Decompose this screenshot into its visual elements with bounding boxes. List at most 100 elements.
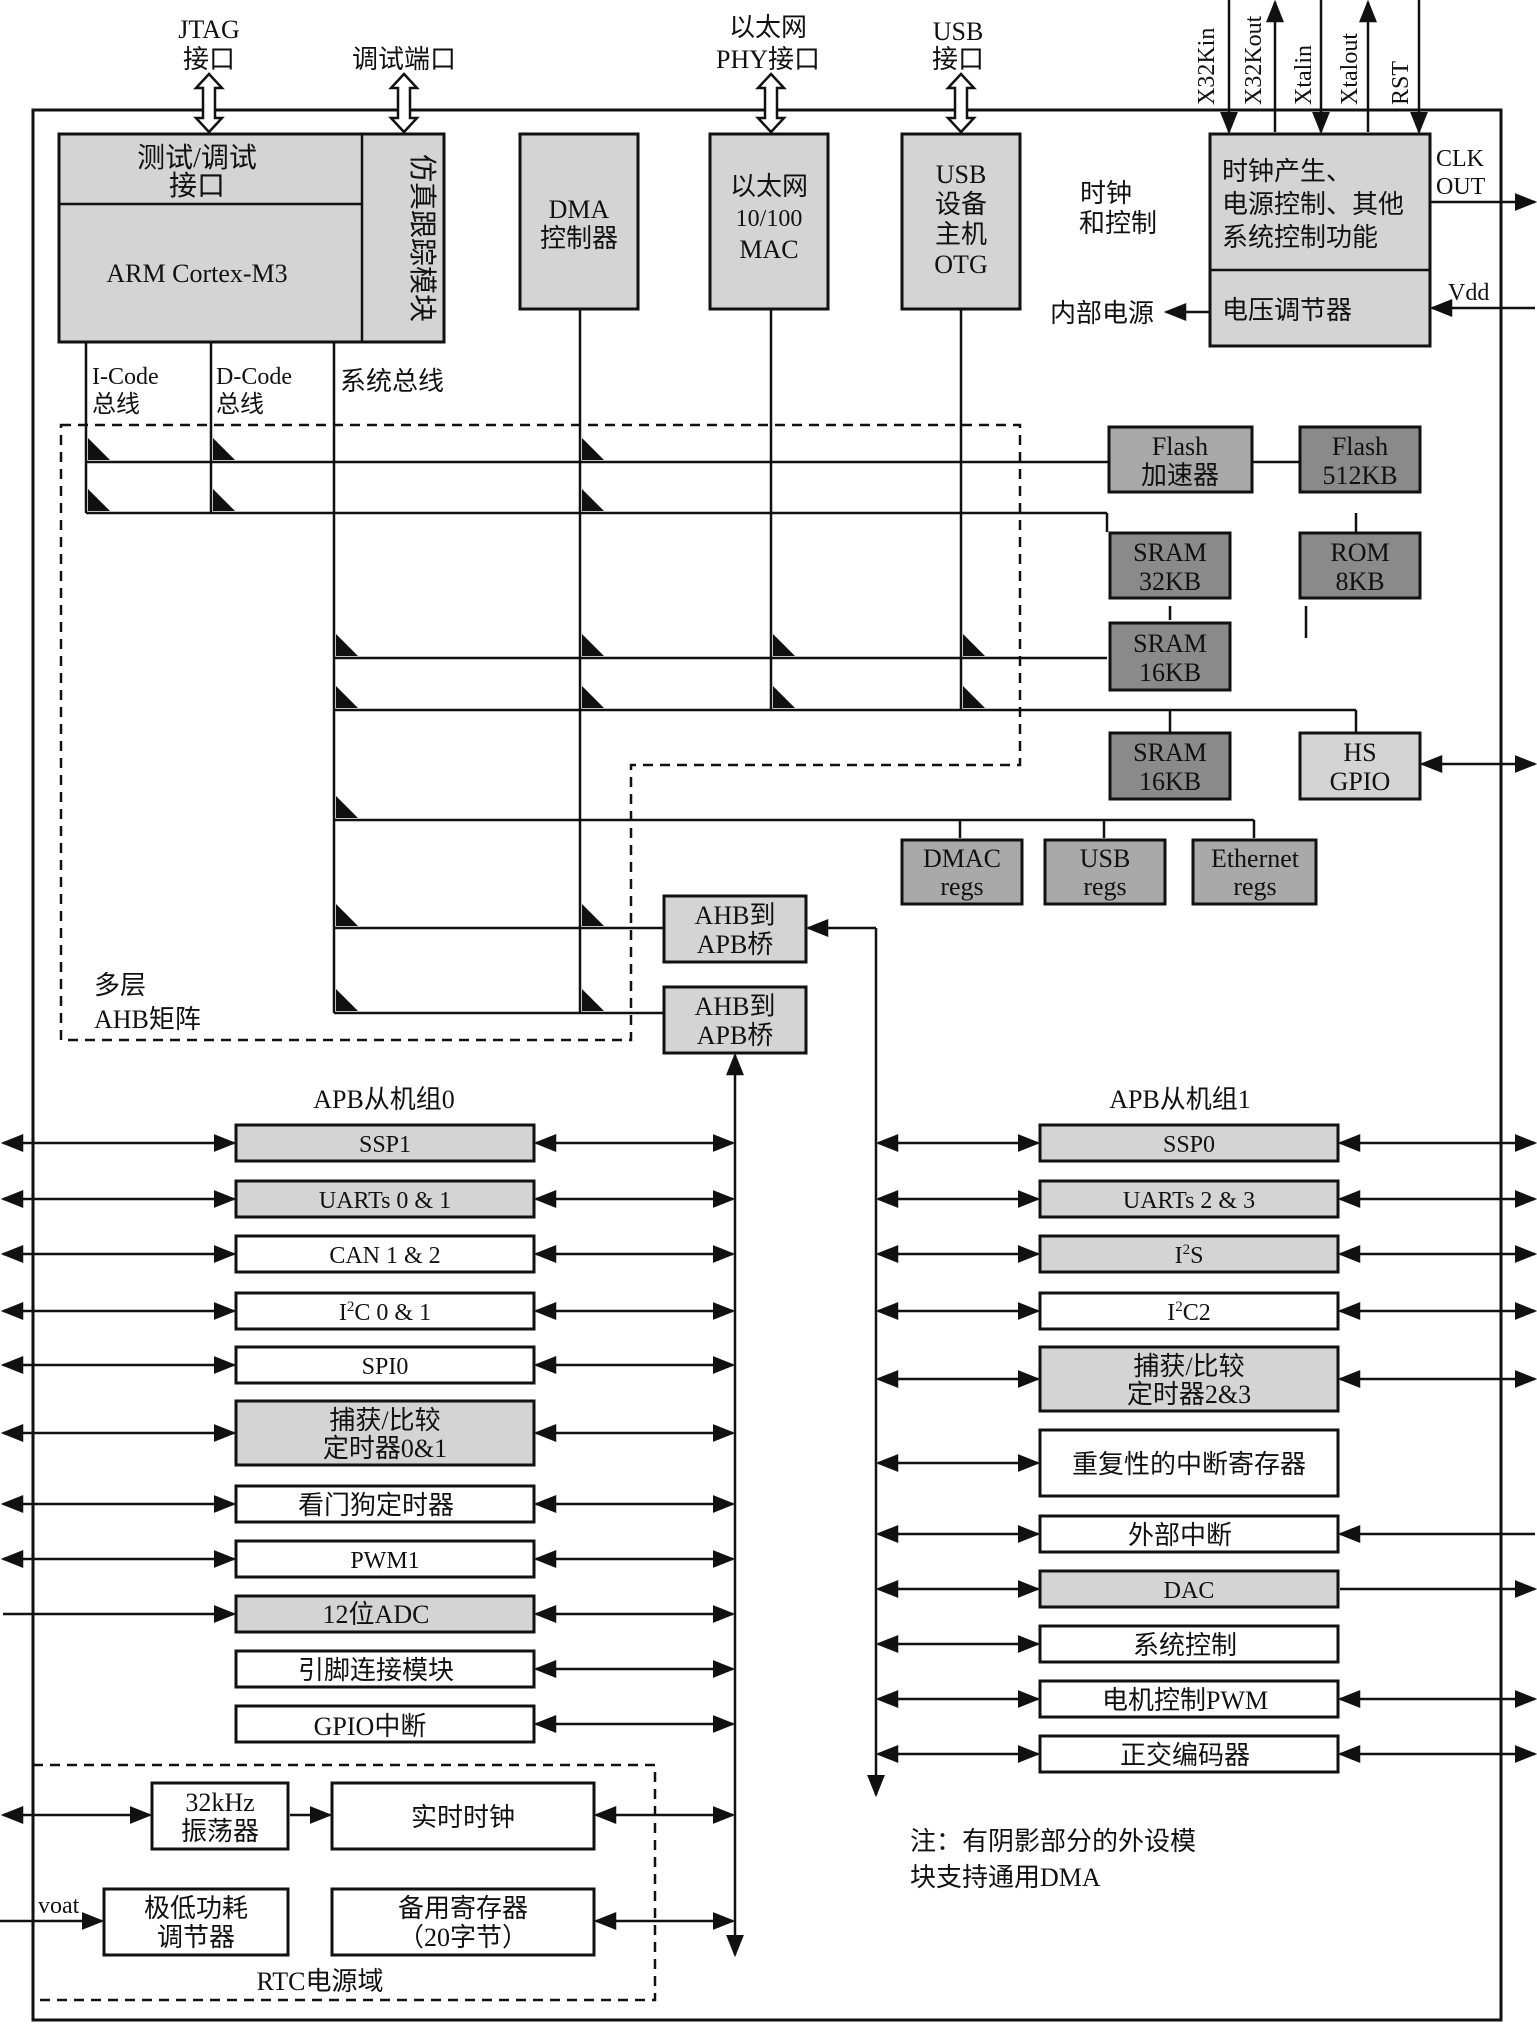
apb0-pin-connect <box>234 1649 536 1689</box>
usb-otg <box>900 132 1022 311</box>
sram32-label: SRAM <box>1133 538 1207 567</box>
apb1-mcpwm-label: 电机控制PWM <box>1102 1686 1268 1715</box>
osc-label: 32kHz <box>185 1788 254 1817</box>
flash-acc-label: Flash <box>1152 432 1208 461</box>
apb1-capture-timer23 <box>1038 1345 1340 1413</box>
icode-label-2: 总线 <box>92 391 140 418</box>
rtc-clock-label: 实时时钟 <box>411 1803 515 1832</box>
dma-label: DMA <box>549 195 610 224</box>
apb0-spi0-label: SPI0 <box>362 1354 409 1380</box>
backup-label: 备用寄存器 <box>398 1894 528 1923</box>
usb-label-3: 主机 <box>935 220 987 249</box>
vdd-label: Vdd <box>1448 280 1489 306</box>
apb0-cap01-label-2: 定时器0&1 <box>323 1434 447 1463</box>
jtag-label: JTAG <box>178 15 239 44</box>
apb1-uart23 <box>1038 1179 1340 1219</box>
mac-label: 以太网 <box>730 172 808 201</box>
jtag-label-2: 接口 <box>183 45 235 74</box>
dma-controller <box>518 132 640 311</box>
dcode-label-2: 总线 <box>216 391 264 418</box>
voltage-regulator-label: 电压调节器 <box>1222 296 1352 325</box>
debug-double-arrow <box>388 72 420 134</box>
bridge1-label: AHB到 <box>695 901 776 930</box>
ahb-apb-bridge-1 <box>662 894 808 964</box>
note-line-2: 块支持通用DMA <box>910 1863 1101 1892</box>
pin-xtalin: Xtalin <box>1291 45 1317 105</box>
bridge1-label-2: APB桥 <box>697 930 774 959</box>
apb0-arrows <box>0 1134 736 1733</box>
pin-x32kin: X32Kin <box>1194 28 1220 105</box>
usb-regs-label-2: regs <box>1083 872 1126 901</box>
apb0-adc-label: 12位ADC <box>323 1600 430 1629</box>
usb-regs <box>1043 838 1167 906</box>
sram16b-label-2: 16KB <box>1139 767 1201 796</box>
dmac-regs-label-2: regs <box>940 872 983 901</box>
clkout-label: CLK <box>1436 146 1485 172</box>
eth-regs-label-2: regs <box>1233 872 1276 901</box>
apb1-repint-label: 重复性的中断寄存器 <box>1072 1450 1306 1479</box>
apb0-cap01-label: 捕获/比较 <box>329 1406 440 1435</box>
rom-label: ROM <box>1330 538 1389 567</box>
sram16a-label: SRAM <box>1133 629 1207 658</box>
voat-label: voat <box>38 1893 80 1919</box>
bridge2-label-2: APB桥 <box>697 1021 774 1050</box>
usb-regs-label: USB <box>1080 844 1131 873</box>
osc-label-2: 振荡器 <box>181 1817 259 1846</box>
apb1-i2c2 <box>1038 1291 1340 1331</box>
clock-control-block <box>1208 132 1432 348</box>
rtc-clock <box>330 1781 596 1851</box>
rtc-power-domain <box>31 1763 657 2002</box>
usb-label: USB <box>936 160 987 189</box>
sram-32kb <box>1108 531 1232 600</box>
pin-xtalout: Xtalout <box>1337 33 1363 105</box>
apb0-uart01-label: UARTs 0 & 1 <box>319 1188 451 1214</box>
usb-label-4: OTG <box>934 250 987 279</box>
hsgpio-label-2: GPIO <box>1330 767 1391 796</box>
apb0-title: APB从机组0 <box>313 1085 455 1114</box>
apb1-arrows <box>875 1134 1537 1763</box>
test-debug-label-2: 接口 <box>169 170 225 202</box>
note-line-1: 注：有阴影部分的外设模 <box>910 1827 1196 1856</box>
clock-side-label: 时钟 <box>1080 179 1132 208</box>
apb1-ssp0 <box>1038 1123 1340 1163</box>
eth-phy-label-2: PHY接口 <box>716 45 820 74</box>
pin-x32kout: X32Kout <box>1241 15 1267 105</box>
flash-label-2: 512KB <box>1322 461 1397 490</box>
sram32-label-2: 32KB <box>1139 567 1201 596</box>
apb1-repetitive-interrupt <box>1038 1428 1340 1498</box>
eth-double-arrow <box>755 72 787 134</box>
cpu-block <box>57 132 446 344</box>
ahb-matrix-region <box>59 423 1022 1042</box>
ultra-low-power-regulator <box>102 1887 290 1957</box>
clock-label: 时钟产生、 <box>1222 157 1352 186</box>
clock-label-2: 电源控制、其他 <box>1222 190 1404 219</box>
apb1-uart23-label: UARTs 2 & 3 <box>1123 1188 1255 1214</box>
apb0-wdt-label: 看门狗定时器 <box>298 1491 454 1520</box>
sram16a-label-2: 16KB <box>1139 658 1201 687</box>
apb0-i2c01 <box>234 1291 536 1331</box>
apb1-cap23-label: 捕获/比较 <box>1133 1352 1244 1381</box>
hsgpio-label: HS <box>1343 738 1376 767</box>
sram-16kb-b <box>1108 731 1232 801</box>
flash-accelerator <box>1107 425 1254 494</box>
apb0-pinconn-label: 引脚连接模块 <box>298 1656 454 1685</box>
apb0-gpioint-label: GPIO中断 <box>314 1712 427 1741</box>
apb0-ssp1-label: SSP1 <box>359 1132 411 1158</box>
lp-label-2: 调节器 <box>157 1923 235 1952</box>
apb1-sysctl-label: 系统控制 <box>1133 1631 1237 1660</box>
apb1-dac-label: DAC <box>1164 1578 1215 1604</box>
bridge2-label: AHB到 <box>695 992 776 1021</box>
internal-power-label: 内部电源 <box>1050 299 1154 328</box>
ethernet-mac <box>708 132 830 311</box>
apb1-qei-label: 正交编码器 <box>1120 1741 1250 1770</box>
rom-8kb <box>1298 531 1422 600</box>
apb0-adc <box>234 1594 536 1634</box>
dma-label-2: 控制器 <box>540 224 618 253</box>
backup-label-2: （20字节） <box>398 1923 528 1952</box>
matrix-label-2: AHB矩阵 <box>94 1005 201 1034</box>
mac-label-2: 10/100 <box>736 206 803 232</box>
sram16b-label: SRAM <box>1133 738 1207 767</box>
ethernet-regs <box>1191 838 1318 906</box>
lp-label: 极低功耗 <box>144 1894 248 1923</box>
rtc-domain-label: RTC电源域 <box>256 1967 383 1996</box>
